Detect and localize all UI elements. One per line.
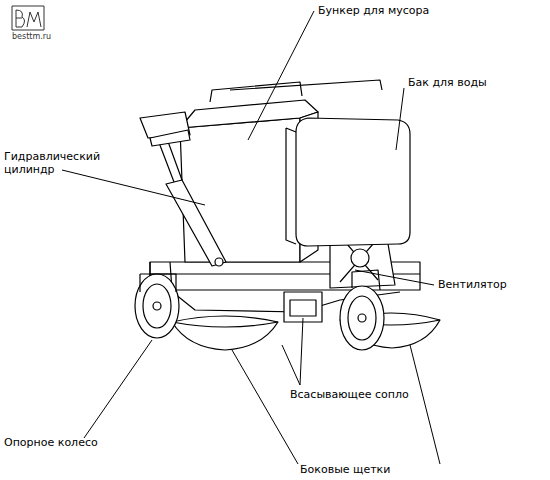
part-label: Гидравлический цилиндр <box>4 150 116 176</box>
part-label: Бак для воды <box>408 76 487 89</box>
part-label: Опорное колесо <box>4 436 98 449</box>
leader-lines <box>62 11 440 464</box>
part-label: Вентилятор <box>438 278 507 291</box>
part-label: Всасывающее сопло <box>290 388 409 401</box>
watermark: besttm.ru <box>12 32 51 41</box>
logo <box>12 6 44 30</box>
part-label: Бункер для мусора <box>318 4 429 17</box>
part-label: Боковые щетки <box>300 463 390 476</box>
